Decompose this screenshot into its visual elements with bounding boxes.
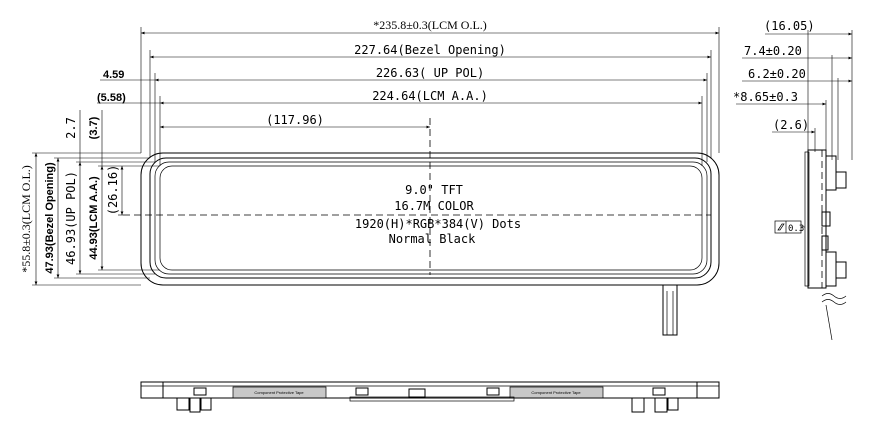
dim-bezel-height: 47.93(Bezel Opening) [44, 162, 56, 274]
fpc-side [825, 304, 833, 341]
side-view: 0.3 [736, 30, 853, 341]
dim-pol-width: 226.63( UP POL) [376, 66, 484, 80]
stud-4 [631, 397, 645, 413]
dim-pol-height: 46.93(UP POL) [64, 171, 78, 265]
bezel-opening-outline [149, 157, 712, 279]
side-bracket-top [825, 155, 837, 191]
dim-side-2-6: (2.6) [773, 118, 809, 132]
side-bracket-bottom [825, 251, 837, 287]
break-mark [821, 299, 847, 305]
connector-mid-left [355, 387, 369, 396]
side-stud-top [835, 171, 847, 189]
bottom-end-right [696, 381, 720, 399]
stud-5 [654, 397, 668, 413]
spec-line-1: 9.0" TFT [405, 183, 463, 197]
dim-center-y: (26.16) [106, 165, 120, 216]
dim-aa-width: 224.64(LCM A.A.) [372, 89, 488, 103]
tape-right-label: Component Protective Tape [531, 390, 581, 395]
side-connector-2 [821, 235, 829, 251]
connector-mid-right [486, 387, 500, 396]
dim-offset-4-59: 4.59 [103, 69, 124, 81]
spec-line-3: 1920(H)*RGB*384(V) Dots [355, 217, 521, 231]
dim-bezel-width: 227.64(Bezel Opening) [354, 43, 506, 57]
bottom-outline [140, 381, 720, 399]
connector-right [652, 387, 666, 396]
spec-line-2: 16.7M COLOR [394, 199, 474, 213]
dim-side-7-4: 7.4±0.20 [744, 44, 802, 58]
tape-left-label: Component Protective Tape [254, 390, 304, 395]
dim-side-total: (16.05) [764, 19, 815, 33]
up-pol-outline [154, 161, 708, 275]
active-area-outline [159, 165, 703, 271]
stud-1 [176, 397, 190, 411]
side-stud-bottom [835, 261, 847, 279]
flatness-value: 0.3 [788, 224, 804, 234]
dim-side-8-65: *8.65±0.3 [733, 90, 798, 104]
dim-lcm-ol-width: *235.8±0.3(LCM O.L.) [373, 18, 487, 32]
spec-line-4: Normal Black [389, 232, 476, 246]
break-mark [821, 293, 847, 299]
bottom-strip [349, 396, 515, 402]
stud-2 [189, 397, 201, 413]
dim-offset-5-58: (5.58) [97, 92, 126, 104]
dim-offset-3-7: (3.7) [88, 116, 100, 139]
dim-offset-2-7: 2.7 [64, 117, 78, 139]
dim-lcm-ol-height: *55.8±0.3(LCM O.L.) [19, 165, 33, 273]
side-glass [804, 151, 810, 287]
fpc-tail [662, 284, 678, 336]
connector-center [408, 388, 426, 398]
stud-6 [667, 397, 679, 411]
front-view [32, 27, 720, 336]
flatness-icon [777, 223, 785, 231]
side-body [807, 149, 827, 289]
dim-center-x: (117.96) [266, 113, 324, 127]
dim-aa-height: 44.93(LCM A.A.) [88, 176, 100, 260]
dim-side-6-2: 6.2±0.20 [748, 67, 806, 81]
bottom-end-left [140, 381, 164, 399]
bottom-view [140, 381, 720, 413]
connector-left [193, 387, 207, 396]
stud-3 [200, 397, 212, 411]
